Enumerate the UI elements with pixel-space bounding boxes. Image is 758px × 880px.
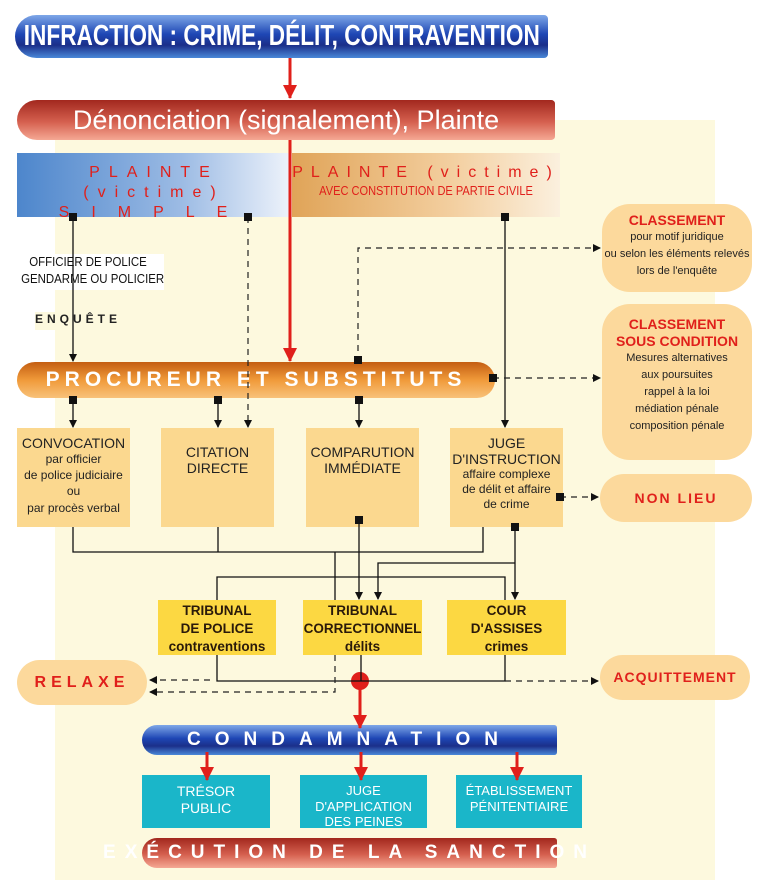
cour-assises-line3: crimes <box>484 639 529 655</box>
marker-square <box>354 356 362 364</box>
tribunal-correctionnel-box: TRIBUNAL CORRECTIONNEL délits <box>303 600 422 655</box>
juge-line: affaire complexe <box>462 467 551 482</box>
convocation-box: CONVOCATION par officier de police judic… <box>17 428 130 527</box>
convocation-line: de police judiciaire ou <box>24 468 123 499</box>
jap-line1: JUGE D'APPLICATION <box>315 783 412 814</box>
marker-square <box>355 516 363 524</box>
enquete-label: ENQUÊTE <box>35 312 117 330</box>
comparution-line1: COMPARUTION <box>310 444 415 460</box>
tresor-line2: PUBLIC <box>180 799 232 816</box>
non-lieu-box: NON LIEU <box>600 474 752 522</box>
comparution-box: COMPARUTION IMMÉDIATE <box>306 428 419 527</box>
dashed-arrow <box>357 244 601 362</box>
procureur-title: PROCUREUR ET SUBSTITUTS <box>45 368 467 391</box>
marker-square <box>69 396 77 404</box>
classement-title: CLASSEMENT <box>628 212 726 228</box>
tribunal-police-box: TRIBUNAL DE POLICE contraventions <box>158 600 276 655</box>
execution-title: EXÉCUTION DE LA SANCTION <box>103 842 596 863</box>
classement-box: CLASSEMENT pour motif juridique ou selon… <box>602 204 752 292</box>
condamnation-banner: CONDAMNATION <box>142 725 557 755</box>
tribunal-correctionnel-line3: délits <box>344 639 381 655</box>
juge-line2: D'INSTRUCTION <box>452 451 561 468</box>
marker-square <box>511 523 519 531</box>
tribunal-correctionnel-line1: TRIBUNAL <box>328 603 397 618</box>
comparution-line2: IMMÉDIATE <box>324 460 401 477</box>
classement-line: lors de l'enquête <box>636 264 718 277</box>
tribunal-police-line3: contraventions <box>168 639 266 655</box>
jap-box: JUGE D'APPLICATION DES PEINES <box>300 775 427 830</box>
cour-assises-line2: D'ASSISES <box>470 621 543 637</box>
classement-line: pour motif juridique <box>630 230 724 243</box>
plainte-civile-line2: AVEC CONSTITUTION DE PARTIE CIVILE <box>319 183 533 198</box>
condamnation-title: CONDAMNATION <box>187 729 512 750</box>
etablissement-line1: ÉTABLISSEMENT <box>465 783 573 798</box>
procureur-banner: PROCUREUR ET SUBSTITUTS <box>17 362 495 398</box>
convocation-title: CONVOCATION <box>21 435 126 451</box>
plainte-simple-box: PLAINTE (victime) SIMPLE <box>17 153 291 221</box>
plainte-civile-line1: PLAINTE (victime) <box>292 164 560 181</box>
tresor-line1: TRÉSOR <box>176 783 236 799</box>
juge-instruction-box: JUGE D'INSTRUCTION affaire complexe de d… <box>450 428 563 527</box>
convocation-line: par procès verbal <box>27 500 120 515</box>
connector <box>72 527 484 553</box>
citation-line2: DIRECTE <box>186 460 249 477</box>
plainte-simple-line1: PLAINTE (victime) <box>83 164 225 201</box>
cour-assises-box: COUR D'ASSISES crimes <box>447 600 566 655</box>
classement-condition-title: CLASSEMENT <box>628 316 726 332</box>
tresor-box: TRÉSOR PUBLIC <box>142 775 270 828</box>
juge-line1: JUGE <box>487 435 526 451</box>
classement-condition-line: rappel à la loi <box>644 385 710 398</box>
jap-line2: DES PEINES <box>324 814 403 830</box>
convocation-line: par officier <box>45 452 102 467</box>
infraction-banner: INFRACTION : CRIME, DÉLIT, CONTRAVENTION <box>15 15 548 58</box>
infraction-title: INFRACTION : CRIME, DÉLIT, CONTRAVENTION <box>23 20 540 52</box>
classement-condition-line: composition pénale <box>629 419 725 432</box>
juge-line: de délit et affaire <box>462 482 551 497</box>
officier-line1: OFFICIER DE POLICE <box>29 254 147 269</box>
execution-banner: EXÉCUTION DE LA SANCTION <box>103 838 587 868</box>
marker-square <box>355 396 363 404</box>
acquittement-box: ACQUITTEMENT <box>600 655 750 700</box>
etablissement-box: ÉTABLISSEMENT PÉNITENTIAIRE <box>456 775 582 828</box>
tribunal-correctionnel-line2: CORRECTIONNEL <box>303 621 422 637</box>
acquittement-label: ACQUITTEMENT <box>613 669 737 686</box>
marker-square <box>244 213 252 221</box>
classement-condition-line: aux poursuites <box>641 368 713 381</box>
officier-line2: GENDARME OU POLICIER <box>21 270 165 286</box>
relaxe-label: RELAXE <box>34 673 130 691</box>
tribunal-police-line2: DE POLICE <box>180 621 254 637</box>
cour-assises-line1: COUR <box>486 603 527 618</box>
marker-square <box>489 374 497 382</box>
citation-box: CITATION DIRECTE <box>161 428 274 527</box>
marker-square <box>214 396 222 404</box>
relaxe-box: RELAXE <box>17 660 147 705</box>
classement-condition-line: Mesures alternatives <box>626 351 728 364</box>
marker-square <box>501 213 509 221</box>
marker-square <box>69 213 77 221</box>
officier-label: OFFICIER DE POLICE GENDARME OU POLICIER <box>12 254 164 290</box>
denonciation-title: Dénonciation (signalement), Plainte <box>72 104 500 135</box>
juge-line: de crime <box>483 497 530 512</box>
plainte-civile-box: PLAINTE (victime) AVEC CONSTITUTION DE P… <box>292 153 560 217</box>
classement-condition-box: CLASSEMENT SOUS CONDITION Mesures altern… <box>602 304 752 460</box>
denonciation-banner: Dénonciation (signalement), Plainte <box>17 100 555 140</box>
classement-condition-line: médiation pénale <box>635 402 719 415</box>
connector <box>216 576 506 600</box>
marker-square <box>556 493 564 501</box>
dashed-arrow <box>149 655 336 696</box>
citation-line1: CITATION <box>185 444 250 460</box>
classement-condition-title: SOUS CONDITION <box>615 332 739 349</box>
plainte-simple-line2: SIMPLE <box>58 204 250 221</box>
etablissement-line2: PÉNITENTIAIRE <box>469 798 569 814</box>
tribunal-police-line1: TRIBUNAL <box>182 603 252 618</box>
non-lieu-label: NON LIEU <box>634 489 718 506</box>
classement-line: ou selon les éléments relevés <box>604 247 750 260</box>
solid-arrow <box>374 562 515 600</box>
connector-markers <box>69 213 564 531</box>
